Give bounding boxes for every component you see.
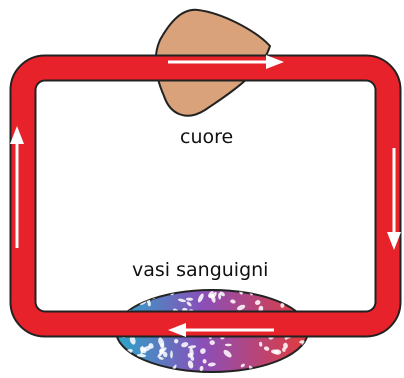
capillary-cell [264, 369, 269, 374]
heart-label: cuore [180, 126, 233, 148]
capillary-cell [295, 351, 303, 361]
capillary-cell [300, 290, 305, 295]
capillary-cell [292, 297, 299, 302]
capillary-cell [147, 288, 152, 296]
capillary-cell [132, 292, 139, 300]
capillary-cell [304, 291, 308, 296]
capillary-cell [225, 344, 232, 347]
capillary-cell [117, 299, 124, 306]
capillary-cell [131, 296, 136, 300]
blood-vessels-label: vasi sanguigni [132, 259, 268, 281]
capillary-cell [296, 361, 304, 371]
capillary-cell [292, 353, 299, 359]
capillary-cell [170, 351, 173, 359]
